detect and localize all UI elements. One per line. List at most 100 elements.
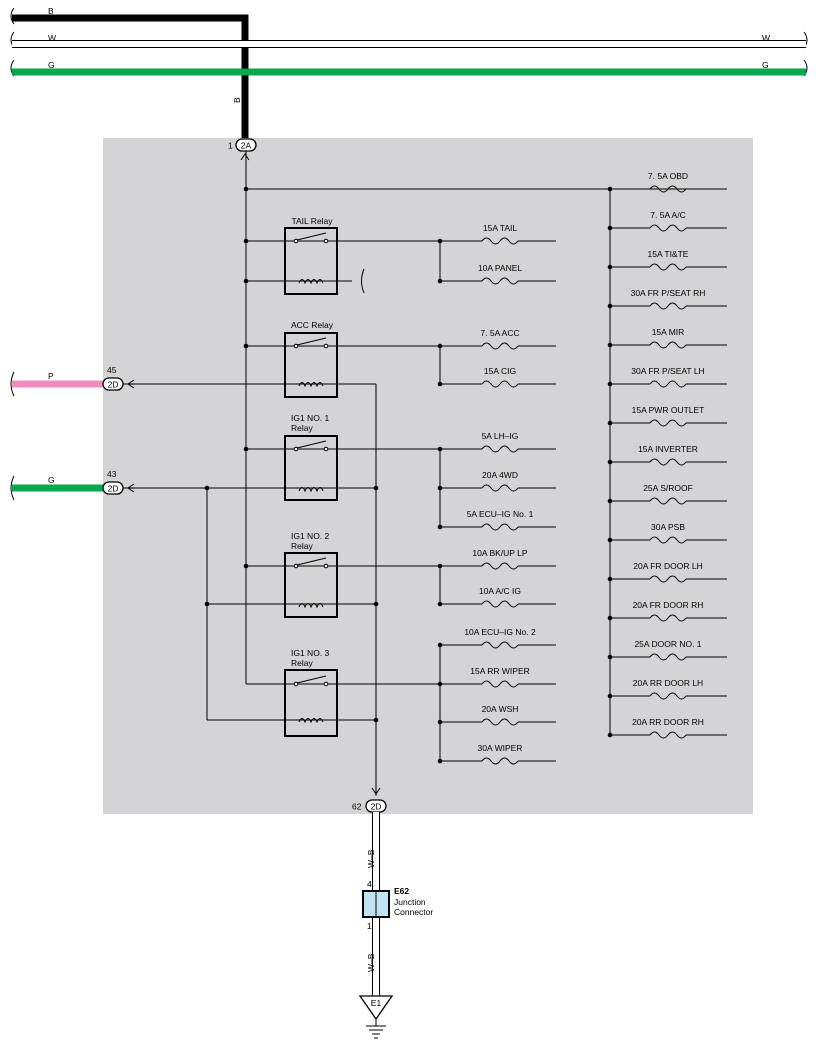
relay-ig1-no3 xyxy=(246,669,440,737)
fuse-label-20a-rr-door-lh: 20A RR DOOR LH xyxy=(633,678,703,688)
wire-wb-upper-label: W–B xyxy=(366,849,376,868)
fuse-label-20a-wsh: 20A WSH xyxy=(482,704,519,714)
ground-label: E1 xyxy=(371,998,382,1008)
relay-ig1-no1 xyxy=(243,435,440,501)
fuse-label-10a-bk-up-lp: 10A BK/UP LP xyxy=(472,548,527,558)
wire-b-vertical-label: B xyxy=(232,97,242,103)
relay-acc-label: ACC Relay xyxy=(291,320,334,330)
connector-2d-62-pin: 62 xyxy=(352,802,362,812)
fuse-20a-4wd: 20A 4WD xyxy=(437,470,556,492)
fuse-5a-lh-ig: 5A LH–IG xyxy=(437,431,556,453)
fuse-15a-mir: 15A MIR xyxy=(607,327,727,349)
fuse-label-10a-a-c-ig: 10A A/C IG xyxy=(479,586,521,596)
fuse-30a-fr-p-seat-rh: 30A FR P/SEAT RH xyxy=(607,288,727,310)
fuse-label-15a-inverter: 15A INVERTER xyxy=(638,444,698,454)
relay-tail-label: TAIL Relay xyxy=(291,216,333,226)
fuse-10a-a-c-ig: 10A A/C IG xyxy=(437,586,556,608)
fuse-7-5a-a-c: 7. 5A A/C xyxy=(607,210,727,232)
wire-g2-label: G xyxy=(48,475,55,485)
fuse-15a-tail: 15A TAIL xyxy=(437,223,556,245)
connector-2a-pin: 1 xyxy=(228,141,233,151)
wire-p-label: P xyxy=(48,371,54,381)
fuse-10a-bk-up-lp: 10A BK/UP LP xyxy=(437,548,556,570)
junction-connector-e62 xyxy=(362,890,390,918)
fuse-20a-rr-door-rh: 20A RR DOOR RH xyxy=(607,717,727,739)
fuse-label-15a-ti-te: 15A TI&TE xyxy=(648,249,689,259)
coil-control-wires xyxy=(120,383,381,796)
fuse-label-7-5a-obd: 7. 5A OBD xyxy=(648,171,688,181)
connector-2d-43 xyxy=(10,475,135,501)
fuse-label-20a-fr-door-rh: 20A FR DOOR RH xyxy=(633,600,704,610)
junction-block-panel xyxy=(103,138,753,814)
fuse-15a-inverter: 15A INVERTER xyxy=(607,444,727,466)
fuse-label-15a-cig: 15A CIG xyxy=(484,366,516,376)
fuse-label-10a-panel: 10A PANEL xyxy=(478,263,523,273)
relay-ig1-no3-label: IG1 NO. 3 xyxy=(291,648,330,658)
connector-2d-45-label: 2D xyxy=(108,380,119,390)
connector-2d-43-pin: 43 xyxy=(107,469,117,479)
wire-g-label: G xyxy=(48,60,55,70)
fuse-15a-rr-wiper: 15A RR WIPER xyxy=(437,666,556,688)
fuse-label-20a-fr-door-lh: 20A FR DOOR LH xyxy=(633,561,702,571)
fuse-label-30a-psb: 30A PSB xyxy=(651,522,685,532)
relay-ig1-no1-label2: Relay xyxy=(291,423,313,433)
fuse-label-7-5a-acc: 7. 5A ACC xyxy=(480,328,519,338)
fuse-20a-rr-door-lh: 20A RR DOOR LH xyxy=(607,678,727,700)
fuse-label-15a-tail: 15A TAIL xyxy=(483,223,517,233)
fuse-30a-wiper: 30A WIPER xyxy=(437,743,556,765)
middle-fuse-column: 15A TAIL 10A PANEL 7. 5A ACC 15A CIG 5A LH–I… xyxy=(437,223,556,765)
fuse-label-30a-wiper: 30A WIPER xyxy=(478,743,523,753)
fuse-15a-pwr-outlet: 15A PWR OUTLET xyxy=(607,405,727,427)
connector-2d-62-label: 2D xyxy=(371,802,382,812)
fuse-20a-wsh: 20A WSH xyxy=(437,704,556,726)
fuse-label-30a-fr-p-seat-rh: 30A FR P/SEAT RH xyxy=(631,288,706,298)
relay-ig1-no2 xyxy=(243,552,440,618)
wire-wb-lower-label: W–B xyxy=(366,953,376,972)
connector-2a-label: 2A xyxy=(241,141,252,151)
wire-g-label-right: G xyxy=(762,60,769,70)
relay-acc xyxy=(243,332,440,398)
relay-ig1-no1-label: IG1 NO. 1 xyxy=(291,413,330,423)
fuse-5a-ecu-ig-no-1: 5A ECU–IG No. 1 xyxy=(437,509,556,531)
connector-2d-45 xyxy=(10,371,135,397)
fuse-label-15a-pwr-outlet: 15A PWR OUTLET xyxy=(632,405,705,415)
relay-ig1-no2-label: IG1 NO. 2 xyxy=(291,531,330,541)
fuse-label-25a-s-roof: 25A S/ROOF xyxy=(643,483,693,493)
fuse-10a-panel: 10A PANEL xyxy=(437,263,556,285)
wire-w-label: W xyxy=(48,33,56,43)
fuse-20a-fr-door-lh: 20A FR DOOR LH xyxy=(607,561,727,583)
relay-ig1-no3-label2: Relay xyxy=(291,658,313,668)
jc-pin-top: 4 xyxy=(367,879,372,889)
fuse-label-5a-lh-ig: 5A LH–IG xyxy=(482,431,519,441)
jc-pin-bottom: 1 xyxy=(367,921,372,931)
fuse-label-7-5a-a-c: 7. 5A A/C xyxy=(650,210,685,220)
fuse-25a-s-roof: 25A S/ROOF xyxy=(607,483,727,505)
fuse-label-30a-fr-p-seat-lh: 30A FR P/SEAT LH xyxy=(631,366,704,376)
fuse-30a-psb: 30A PSB xyxy=(607,522,727,544)
right-fuse-column: 7. 5A OBD 7. 5A A/C 15A TI&TE 30A FR P/SEAT… xyxy=(607,171,727,739)
fuse-15a-cig: 15A CIG xyxy=(437,366,556,388)
fuse-20a-fr-door-rh: 20A FR DOOR RH xyxy=(607,600,727,622)
fuse-label-5a-ecu-ig-no-1: 5A ECU–IG No. 1 xyxy=(467,509,534,519)
fuse-label-15a-mir: 15A MIR xyxy=(652,327,685,337)
fuse-15a-ti-te: 15A TI&TE xyxy=(607,249,727,271)
top-wire-harness xyxy=(10,7,808,138)
wire-b-label: B xyxy=(48,6,54,16)
fuse-label-10a-ecu-ig-no-2: 10A ECU–IG No. 2 xyxy=(464,627,536,637)
fuse-label-20a-rr-door-rh: 20A RR DOOR RH xyxy=(632,717,704,727)
jc-id: E62 xyxy=(394,886,409,896)
jc-name-line2: Connector xyxy=(394,907,433,917)
fuse-30a-fr-p-seat-lh: 30A FR P/SEAT LH xyxy=(607,366,727,388)
ground-symbol-e1 xyxy=(358,995,394,1039)
connector-2d-45-pin: 45 xyxy=(107,365,117,375)
connector-2d-43-label: 2D xyxy=(108,484,119,494)
fuse-label-15a-rr-wiper: 15A RR WIPER xyxy=(470,666,530,676)
fuse-10a-ecu-ig-no-2: 10A ECU–IG No. 2 xyxy=(437,627,556,649)
fuse-label-25a-door-no-1: 25A DOOR NO. 1 xyxy=(634,639,701,649)
fuse-label-20a-4wd: 20A 4WD xyxy=(482,470,518,480)
relay-tail xyxy=(243,227,440,295)
wire-w-label-right: W xyxy=(762,33,770,43)
fuse-25a-door-no-1: 25A DOOR NO. 1 xyxy=(607,639,727,661)
fuse-7-5a-obd: 7. 5A OBD xyxy=(610,171,727,193)
